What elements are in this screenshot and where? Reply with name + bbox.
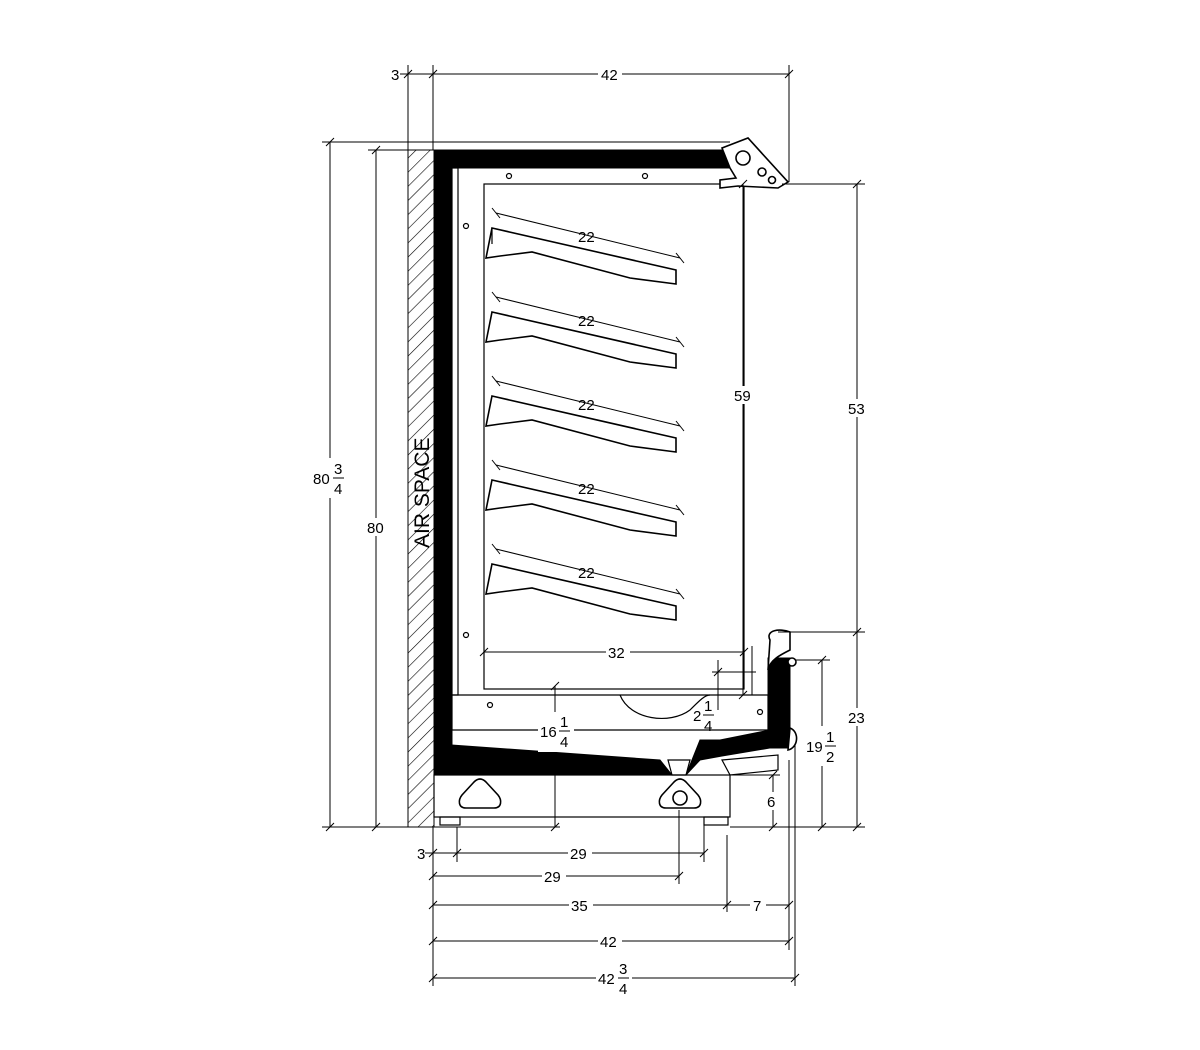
dim-16-1-4-whole: 16 — [540, 724, 557, 741]
dim-19-1-2-den: 2 — [826, 749, 834, 766]
top-dims: 3 42 — [391, 64, 794, 182]
dim-53: 53 — [848, 401, 865, 418]
dim-6: 6 — [767, 794, 775, 811]
dim-59: 59 — [734, 388, 751, 405]
dim-16-1-4-num: 1 — [560, 714, 568, 731]
dim-bottom-29a: 29 — [570, 846, 587, 863]
shelf-dim-3: 22 — [578, 397, 595, 414]
shelf-dim-4: 22 — [578, 481, 595, 498]
bottom-dims: 3 29 29 35 7 42 42 3 4 — [417, 745, 800, 998]
dim-80-3-4-num: 3 — [334, 461, 342, 478]
shelf-3 — [484, 395, 677, 453]
dim-bottom-42-3-4-num: 3 — [619, 961, 627, 978]
dim-bottom-35: 35 — [571, 898, 588, 915]
shelf-2 — [484, 311, 677, 369]
dim-bottom-3: 3 — [417, 846, 425, 863]
shelf-dim-5: 22 — [578, 565, 595, 582]
shelf-dim-2: 22 — [578, 313, 595, 330]
dim-top-3: 3 — [391, 67, 399, 84]
dim-bottom-29b: 29 — [544, 869, 561, 886]
dim-bottom-7: 7 — [753, 898, 761, 915]
dim-80-3-4-whole: 80 — [313, 471, 330, 488]
dim-32: 32 — [608, 645, 625, 662]
air-space-label: AIR SPACE — [411, 438, 434, 548]
dim-bottom-42: 42 — [600, 934, 617, 951]
shelf-5 — [484, 563, 677, 621]
right-height-dims: 59 53 23 19 1 2 6 — [730, 179, 870, 832]
air-space-hatch — [407, 149, 435, 828]
dim-16-1-4-den: 4 — [560, 734, 568, 751]
dim-bottom-42-3-4-den: 4 — [619, 981, 627, 998]
interior-dims: 32 16 1 4 2 1 4 — [479, 643, 756, 832]
dim-80-3-4-den: 4 — [334, 481, 342, 498]
dim-19-1-2-whole: 19 — [806, 739, 823, 756]
dim-2-1-4-num: 1 — [704, 698, 712, 715]
dim-19-1-2-num: 1 — [826, 729, 834, 746]
shelf-dim-1: 22 — [578, 229, 595, 246]
left-height-dims: 80 3 4 80 — [312, 137, 730, 832]
shelf-1 — [484, 227, 677, 285]
dim-23: 23 — [848, 710, 865, 727]
shelves — [484, 227, 677, 621]
shelf-4 — [484, 479, 677, 537]
dim-80: 80 — [367, 520, 384, 537]
shelf-depth-dims: 22 22 22 22 22 — [491, 207, 685, 600]
dim-bottom-42-3-4-whole: 42 — [598, 971, 615, 988]
dim-top-42: 42 — [601, 67, 618, 84]
dim-2-1-4-whole: 2 — [693, 708, 701, 725]
dim-2-1-4-den: 4 — [704, 718, 712, 735]
case-body — [433, 137, 798, 826]
